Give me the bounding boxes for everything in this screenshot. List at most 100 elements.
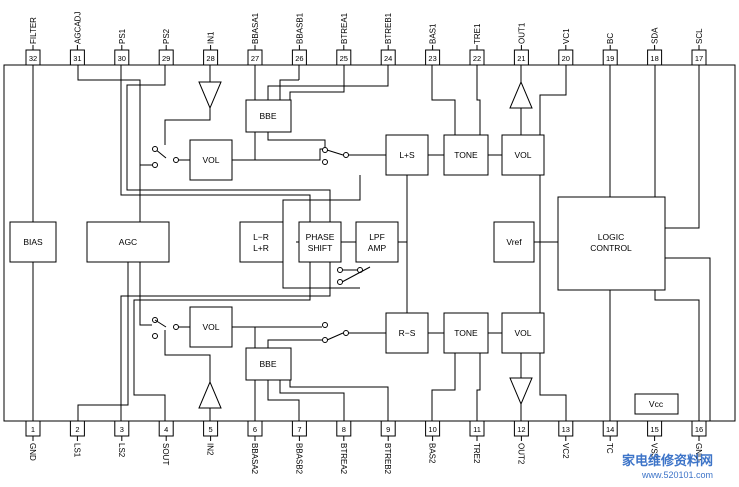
top-pin-label: SCL: [695, 28, 704, 44]
watermark-title: 家电维修资料网: [622, 453, 713, 469]
vcc-label: Vcc: [649, 399, 664, 409]
watermark-url: www.520101.com: [641, 470, 713, 480]
blocks: BIAS AGC VOL VOL BBE BBE L−R L+R PHASE S…: [9, 99, 679, 415]
agc-block: [86, 221, 170, 263]
phase-label-2: SHIFT: [308, 243, 333, 253]
top-pin-number: 32: [29, 54, 37, 63]
bottom-pin-label: VC2: [561, 443, 570, 459]
top-pin-label: VC1: [562, 28, 571, 44]
top-pin-label: BAS1: [429, 23, 438, 44]
l-plus-s-label: L+S: [399, 150, 415, 160]
bottom-pin-label: BBASB2: [294, 443, 303, 475]
vol-top-left-label: VOL: [202, 155, 219, 165]
bottom-pin-number: 7: [297, 425, 301, 434]
bottom-pin-number: 12: [517, 425, 525, 434]
vref-block: [493, 221, 535, 263]
phase-label-1: PHASE: [306, 232, 335, 242]
top-pin-number: 26: [295, 54, 303, 63]
input-amplifier-2: [198, 380, 222, 409]
r-minus-s-label: R−S: [399, 328, 416, 338]
top-pin-number: 19: [606, 54, 614, 63]
bottom-pin-number: 9: [386, 425, 390, 434]
l-plus-s-block: [385, 134, 429, 176]
top-pin-number: 30: [118, 54, 126, 63]
bottom-pin-number: 2: [75, 425, 79, 434]
output-amplifier-2: [509, 377, 533, 406]
bottom-pin-number: 6: [253, 425, 257, 434]
bottom-pin-number: 16: [695, 425, 703, 434]
top-pin-label: TRE1: [473, 23, 482, 44]
lpf-label-1: LPF: [369, 232, 385, 242]
top-pin-number: 24: [384, 54, 392, 63]
bottom-pin-number: 11: [473, 425, 481, 434]
bottom-pin-label: VSS: [650, 443, 659, 459]
amplifiers: [198, 80, 533, 409]
lr-label-2: L+R: [253, 243, 269, 253]
top-pin-number: 17: [695, 54, 703, 63]
r-minus-s-block: [385, 312, 429, 354]
top-pin-label: BTREB1: [384, 12, 393, 44]
vol-block-bottom-right: [501, 312, 545, 354]
top-pin-label: BBASB1: [295, 12, 304, 44]
vol-block-top-right: [501, 134, 545, 176]
lpf-amp-block: [355, 221, 399, 263]
logic-label-2: CONTROL: [590, 243, 632, 253]
tone-top-label: TONE: [454, 150, 478, 160]
top-pin-number: 28: [206, 54, 214, 63]
tone-block-bottom: [443, 312, 489, 354]
top-pin-number: 22: [473, 54, 481, 63]
bbe-block-top: [245, 99, 292, 133]
bottom-pin-number: 4: [164, 425, 168, 434]
lr-block: [239, 221, 284, 263]
bottom-pin-label: SOUT: [161, 443, 170, 465]
top-pin-number: 29: [162, 54, 170, 63]
wires: [32, 65, 711, 421]
bottom-pin-label: BTREA2: [339, 443, 348, 475]
top-pin-label: PS2: [162, 28, 171, 44]
vcc-block: [634, 393, 679, 415]
bbe-bottom-label: BBE: [259, 359, 276, 369]
lpf-label-2: AMP: [368, 243, 387, 253]
bottom-pin-row: 1GND2LS13LS24SOUT5IN26BBASA27BBASB28BTRE…: [25, 420, 707, 475]
bottom-pin-number: 1: [31, 425, 35, 434]
bottom-pin-label: GND: [28, 443, 37, 461]
top-pin-label: BBASA1: [251, 12, 260, 44]
vol-bottom-right-label: VOL: [514, 328, 531, 338]
bottom-pin-label: IN2: [206, 443, 215, 456]
bias-label: BIAS: [23, 237, 43, 247]
bottom-pin-label: GND: [694, 443, 703, 461]
top-pin-number: 25: [340, 54, 348, 63]
chip-outline: [3, 64, 736, 422]
bottom-pin-number: 10: [428, 425, 436, 434]
bottom-pin-label: BBASA2: [250, 443, 259, 475]
logic-control-block: [557, 196, 666, 291]
agc-label: AGC: [119, 237, 137, 247]
bbe-block-bottom: [245, 347, 292, 381]
top-pin-number: 27: [251, 54, 259, 63]
bottom-pin-label: LS1: [72, 443, 81, 458]
tone-bottom-label: TONE: [454, 328, 478, 338]
bottom-pin-label: TC: [605, 443, 614, 454]
bottom-pin-label: BTREB2: [383, 443, 392, 475]
top-pin-label: BTREA1: [340, 12, 349, 44]
bottom-pin-number: 3: [120, 425, 124, 434]
top-pin-label: IN1: [207, 31, 216, 44]
tone-block-top: [443, 134, 489, 176]
vref-label: Vref: [506, 237, 522, 247]
logic-label-1: LOGIC: [598, 232, 624, 242]
vol-block-bottom-left: [189, 306, 233, 348]
bottom-pin-label: LS2: [117, 443, 126, 458]
output-amplifier-1: [509, 80, 533, 109]
phase-shift-block: [298, 221, 342, 263]
top-pin-label: AGCADJ: [73, 12, 82, 44]
vol-top-right-label: VOL: [514, 150, 531, 160]
lr-label-1: L−R: [253, 232, 269, 242]
top-pin-number: 18: [650, 54, 658, 63]
top-pin-label: SDA: [651, 27, 660, 44]
top-pin-label: OUT1: [517, 22, 526, 44]
top-pin-number: 20: [562, 54, 570, 63]
vol-block-top-left: [189, 139, 233, 181]
top-pin-label: FILTER: [29, 17, 38, 44]
bottom-pin-label: OUT2: [516, 443, 525, 465]
